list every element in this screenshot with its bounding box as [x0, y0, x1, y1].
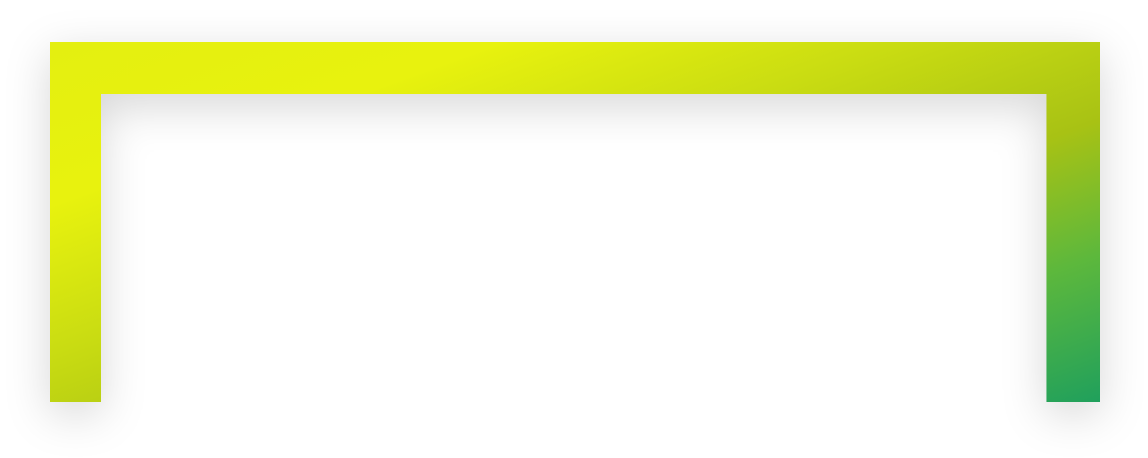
gradient-frame-container: [50, 42, 1100, 402]
gradient-frame: [50, 42, 1100, 402]
